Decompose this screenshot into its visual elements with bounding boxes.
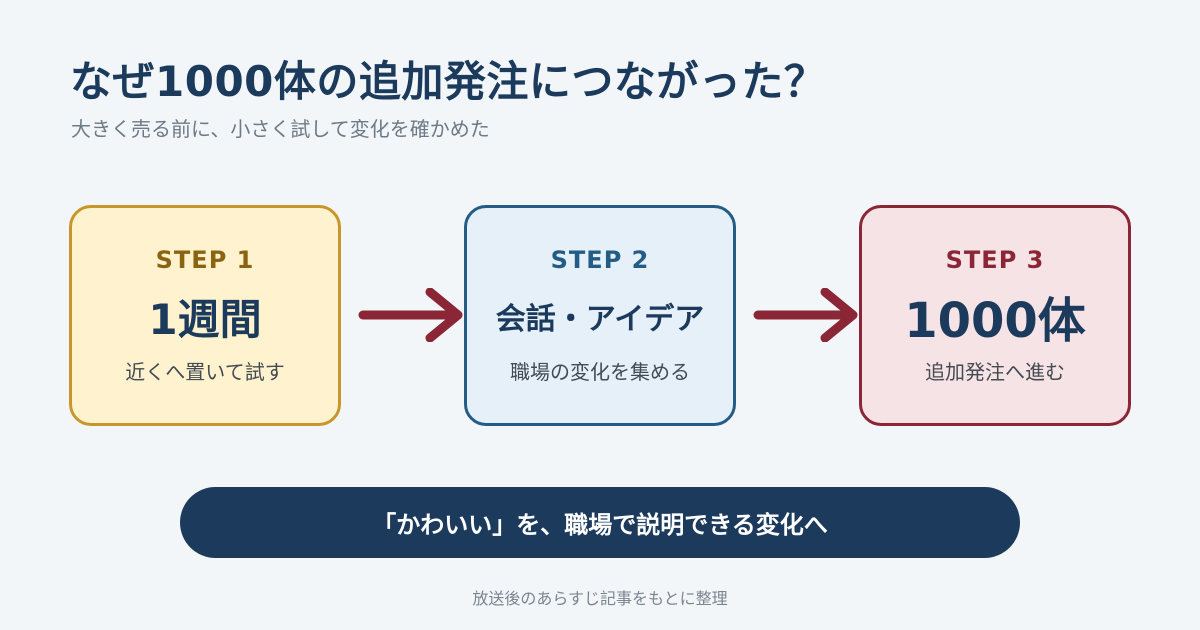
step-1-main: 1週間 — [148, 294, 262, 344]
step-2-label: STEP 2 — [550, 246, 650, 274]
step-1-desc: 近くへ置いて試す — [125, 360, 285, 384]
page-subtitle: 大きく売る前に、小さく試して変化を確かめた — [71, 117, 490, 141]
step-1-card: STEP 1 1週間 近くへ置いて試す — [69, 205, 341, 426]
step-2-desc: 職場の変化を集める — [510, 360, 690, 384]
step-2-card: STEP 2 会話・アイデア 職場の変化を集める — [464, 205, 736, 426]
source-note: 放送後のあらすじ記事をもとに整理 — [472, 589, 728, 608]
step-1-label: STEP 1 — [155, 246, 255, 274]
summary-banner: 「かわいい」を、職場で説明できる変化へ — [180, 487, 1020, 558]
step-3-main: 1000体 — [904, 293, 1086, 349]
arrow-right-icon — [753, 288, 858, 342]
step-3-label: STEP 3 — [945, 246, 1045, 274]
arrow-right-icon — [358, 288, 463, 342]
page-title: なぜ1000体の追加発注につながった？ — [70, 57, 827, 106]
step-2-main: 会話・アイデア — [495, 302, 705, 337]
summary-banner-text: 「かわいい」を、職場で説明できる変化へ — [372, 511, 828, 539]
step-3-card: STEP 3 1000体 追加発注へ進む — [859, 205, 1131, 426]
step-3-desc: 追加発注へ進む — [925, 360, 1065, 384]
